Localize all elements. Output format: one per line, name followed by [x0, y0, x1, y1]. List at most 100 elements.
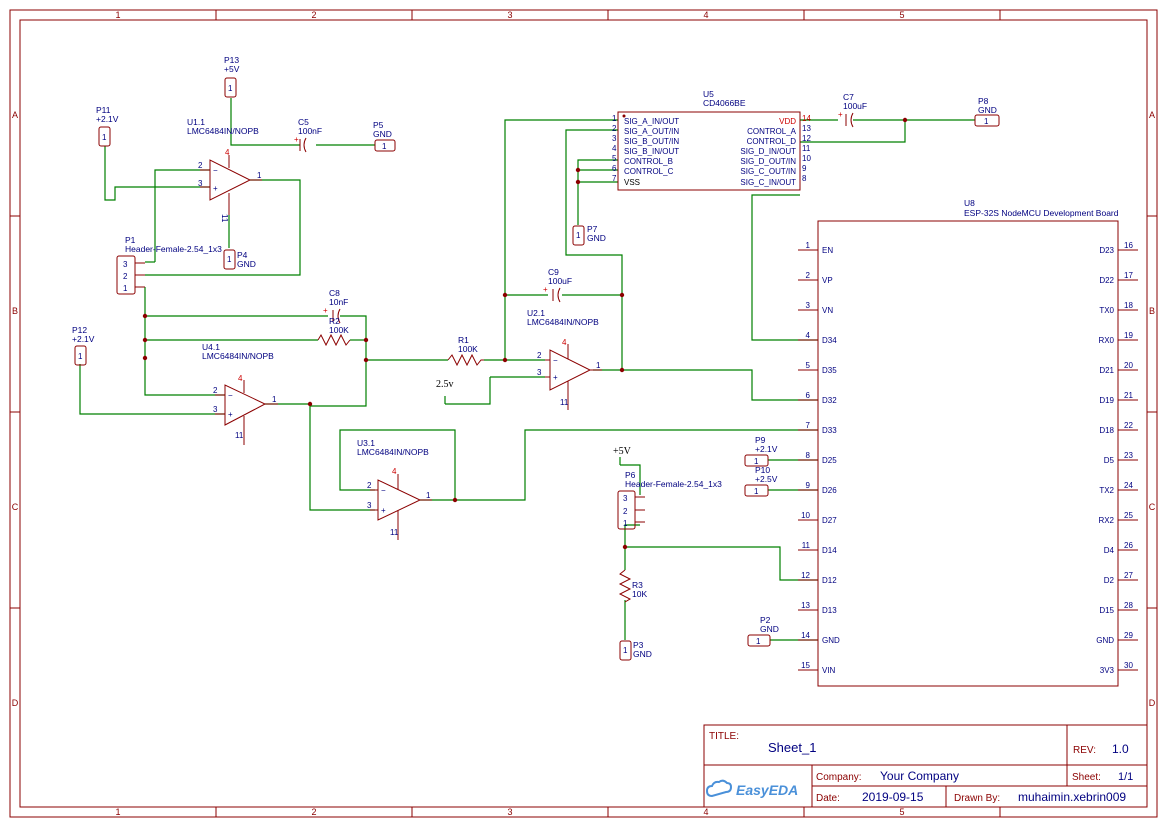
- c5-designator: C5: [298, 117, 309, 127]
- u8-pin-num: 14: [801, 631, 810, 640]
- u1-pin-1: 1: [257, 171, 262, 180]
- u8-pin-name: D13: [822, 606, 837, 615]
- zone-col-5-top: 5: [899, 10, 904, 20]
- u8-pin-num: 8: [806, 451, 811, 460]
- zone-col-4-bottom: 4: [703, 807, 708, 817]
- u8-pin-num: 26: [1124, 541, 1133, 550]
- svg-text:+: +: [213, 184, 218, 193]
- junctions: [142, 117, 908, 550]
- u8-pin-name: GND: [1096, 636, 1114, 645]
- u8-pin-num: 16: [1124, 241, 1133, 250]
- u4-pin-2: 2: [213, 386, 218, 395]
- sheet-title: Sheet_1: [768, 740, 816, 755]
- capacitor-c8: C8 10nF +: [323, 288, 348, 324]
- u8-pin-name: D35: [822, 366, 837, 375]
- u5-designator: U5: [703, 89, 714, 99]
- sheet-frame: [9, 9, 1158, 818]
- u8-pin-name: D12: [822, 576, 837, 585]
- u5-pin-num: 1: [612, 114, 617, 123]
- port-p2: P2 GND 1: [747, 615, 779, 647]
- port-p7: 1 P7 GND: [572, 224, 606, 246]
- port-p5: P5 GND 1: [373, 120, 396, 152]
- u8-pin-name: D21: [1099, 366, 1114, 375]
- rev-value: 1.0: [1112, 742, 1129, 756]
- zone-row-a-left: A: [12, 110, 18, 120]
- p2-designator: P2: [760, 615, 771, 625]
- svg-text:−: −: [553, 356, 558, 365]
- u5-pin-num: 12: [802, 134, 811, 143]
- u5-pin-name: CONTROL_D: [747, 137, 797, 146]
- u8-pin-num: 7: [806, 421, 811, 430]
- c8-designator: C8: [329, 288, 340, 298]
- u8-pin-name: VIN: [822, 666, 836, 675]
- c9-value: 100uF: [548, 276, 572, 286]
- c7-value: 100uF: [843, 101, 867, 111]
- svg-text:+: +: [294, 135, 299, 144]
- p2-pin: 1: [756, 637, 761, 646]
- u2-pin-2: 2: [537, 351, 542, 360]
- opamp-u4: U4.1 LMC6484IN/NOPB −+ 2 3 1 4 11: [202, 342, 278, 445]
- r3-designator: R3: [632, 580, 643, 590]
- zone-row-d-right: D: [1149, 698, 1156, 708]
- zone-col-2-top: 2: [311, 10, 316, 20]
- u8-pin-num: 15: [801, 661, 810, 670]
- u8-pin-num: 24: [1124, 481, 1133, 490]
- u8-pin-num: 19: [1124, 331, 1133, 340]
- c8-value: 10nF: [329, 297, 348, 307]
- u2-pin-3: 3: [537, 368, 542, 377]
- p9-pin: 1: [754, 457, 759, 466]
- u8-pin-name: D4: [1104, 546, 1115, 555]
- u8-pin-name: D26: [822, 486, 837, 495]
- r3-value: 10K: [632, 589, 647, 599]
- u8-pin-num: 13: [801, 601, 810, 610]
- u5-pin-name: SIG_C_OUT/IN: [740, 167, 796, 176]
- port-p3: 1 P3 GND: [619, 640, 652, 661]
- net-5v-label: +5V: [613, 446, 632, 457]
- u5-pin-name: CONTROL_C: [624, 167, 674, 176]
- u8-pin-num: 27: [1124, 571, 1133, 580]
- u5-pin-num: 3: [612, 134, 617, 143]
- u8-pin-num: 3: [806, 301, 811, 310]
- u8-pin-num: 22: [1124, 421, 1133, 430]
- u8-pin-name: D22: [1099, 276, 1114, 285]
- u8-pin-name: TX2: [1099, 486, 1114, 495]
- zone-col-3-top: 3: [507, 10, 512, 20]
- u8-pin-name: VP: [822, 276, 833, 285]
- p8-pin: 1: [984, 117, 989, 126]
- zone-col-1-top: 1: [115, 10, 120, 20]
- u8-pin-name: D14: [822, 546, 837, 555]
- net-2v5-label: 2.5v: [436, 379, 454, 390]
- p2-value: GND: [760, 624, 779, 634]
- u2-pin-11: 11: [560, 398, 569, 407]
- u5-pin-name: SIG_A_OUT/IN: [624, 127, 679, 136]
- u5-pin-num: 9: [802, 164, 807, 173]
- p3-designator: P3: [633, 640, 644, 650]
- p9-designator: P9: [755, 435, 766, 445]
- u3-pin-3: 3: [367, 501, 372, 510]
- zone-row-b-left: B: [12, 306, 18, 316]
- u3-pin-11: 11: [390, 528, 399, 537]
- p6-value: Header-Female-2.54_1x3: [625, 479, 722, 489]
- u4-pin-1: 1: [272, 395, 277, 404]
- u5-pin-num: 10: [802, 154, 811, 163]
- zone-col-4-top: 4: [703, 10, 708, 20]
- zone-row-c-left: C: [12, 502, 19, 512]
- p13-pin: 1: [228, 84, 233, 93]
- u3-pin-4: 4: [392, 467, 397, 476]
- p7-pin: 1: [576, 231, 581, 240]
- p1-value: Header-Female-2.54_1x3: [125, 244, 222, 254]
- header-p6: P6 Header-Female-2.54_1x3 3 2 1: [617, 470, 722, 530]
- u8-pin-num: 23: [1124, 451, 1133, 460]
- p3-value: GND: [633, 649, 652, 659]
- p3-pin: 1: [623, 646, 628, 655]
- u5-pin-num: 11: [802, 144, 811, 153]
- sheet-label: Sheet:: [1072, 772, 1101, 783]
- u5-pin-num: 14: [802, 114, 811, 123]
- u4-pin-11: 11: [235, 431, 244, 440]
- p11-value: +2.1V: [96, 114, 119, 124]
- p13-designator: P13: [224, 55, 239, 65]
- u8-pin-name: D27: [822, 516, 837, 525]
- u4-value: LMC6484IN/NOPB: [202, 351, 274, 361]
- opamp-u3: U3.1 LMC6484IN/NOPB −+ 2 3 1 4 11: [357, 438, 432, 540]
